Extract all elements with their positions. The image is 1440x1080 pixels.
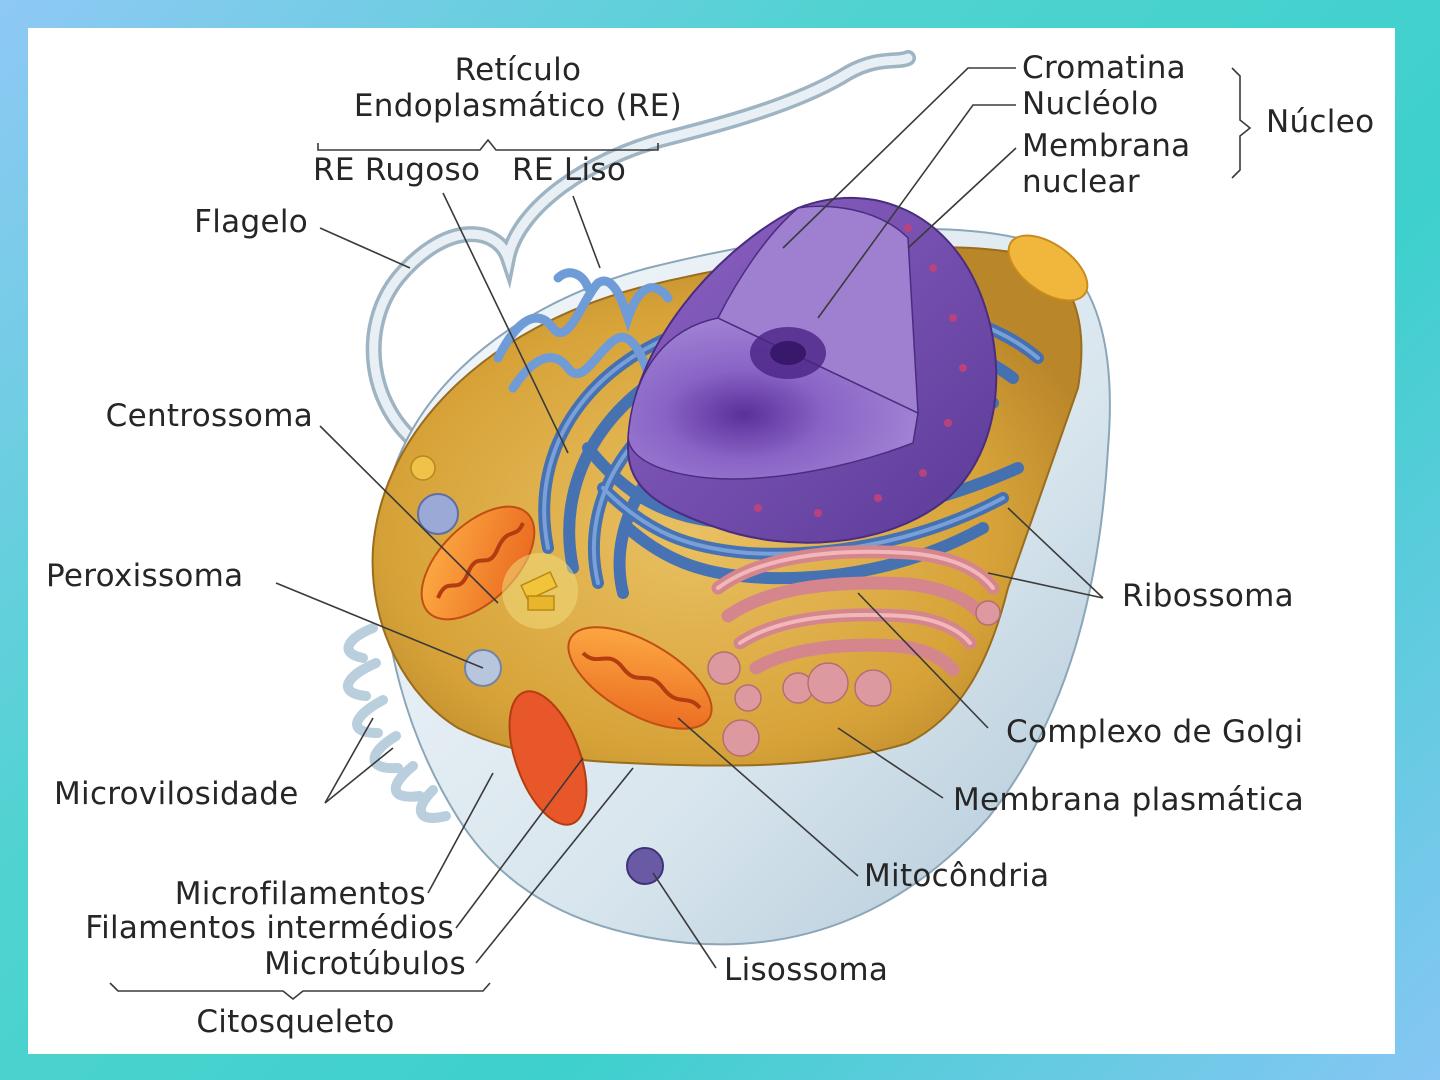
label-membrana: Membrana bbox=[1022, 128, 1190, 164]
label-endoplasmatico: Endoplasmático (RE) bbox=[298, 88, 738, 124]
label-nuclear: nuclear bbox=[1022, 164, 1140, 200]
label-microfilamentos: Microfilamentos bbox=[48, 876, 426, 912]
label-re-liso: RE Liso bbox=[512, 152, 626, 188]
label-filamentos-intermedios: Filamentos intermédios bbox=[48, 910, 454, 946]
label-lisossoma: Lisossoma bbox=[724, 952, 888, 988]
diagram-panel: Retículo Endoplasmático (RE) RE Rugoso R… bbox=[28, 28, 1395, 1054]
peroxisome bbox=[418, 494, 458, 534]
centrosome bbox=[502, 553, 578, 629]
label-reticulo: Retículo bbox=[398, 52, 638, 88]
label-ribossoma: Ribossoma bbox=[1122, 578, 1294, 614]
bracket-re bbox=[318, 140, 658, 150]
bracket-citosqueleto bbox=[110, 983, 490, 999]
label-cromatina: Cromatina bbox=[1022, 50, 1186, 86]
label-centrossoma: Centrossoma bbox=[58, 398, 313, 434]
label-microvilosidade: Microvilosidade bbox=[54, 776, 299, 812]
label-membrana-plasmatica: Membrana plasmática bbox=[953, 782, 1304, 818]
label-mitocondria: Mitocôndria bbox=[864, 858, 1049, 894]
label-nucleo: Núcleo bbox=[1266, 104, 1374, 140]
label-nucleolo: Nucléolo bbox=[1022, 86, 1159, 122]
label-re-rugoso: RE Rugoso bbox=[313, 152, 480, 188]
label-flagelo: Flagelo bbox=[88, 204, 308, 240]
label-complexo-golgi: Complexo de Golgi bbox=[1006, 714, 1303, 750]
label-citosqueleto: Citosqueleto bbox=[168, 1004, 423, 1040]
label-peroxissoma: Peroxissoma bbox=[46, 558, 243, 594]
label-microtubulos: Microtúbulos bbox=[48, 946, 466, 982]
bracket-nucleo bbox=[1232, 68, 1250, 178]
nucleus bbox=[628, 198, 996, 543]
